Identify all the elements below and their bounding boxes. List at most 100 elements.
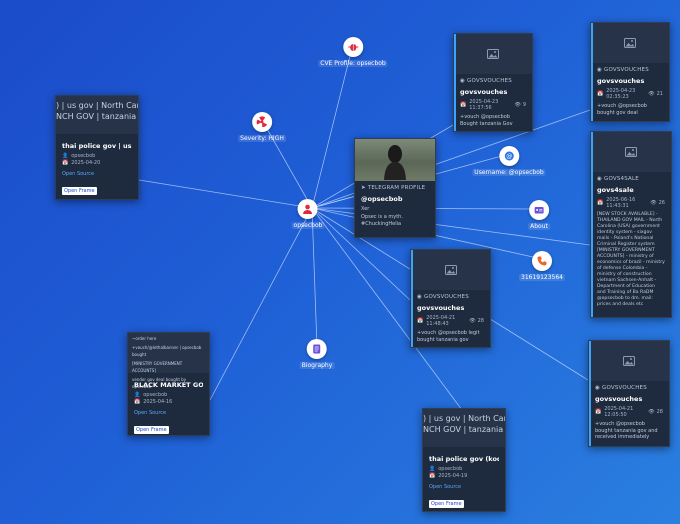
thai-police-kodex-card[interactable]: ) | us gov | North Carol NCH GOV | tanza… <box>422 408 506 512</box>
eye-icon: 👁 <box>469 318 476 324</box>
center-node-label: opsecbob <box>291 222 325 229</box>
cve-node[interactable]: CVE Profile: opsecbob <box>318 37 388 67</box>
calendar-icon: 📅 <box>134 399 141 405</box>
biography-node[interactable]: Biography <box>299 339 335 369</box>
edge-center-cve <box>311 43 354 209</box>
eye-icon: 👁 <box>650 200 657 206</box>
edge-center-thai <box>138 179 313 209</box>
gv2-views: 21 <box>656 91 663 97</box>
gv4-title: govsvouches <box>595 395 643 403</box>
telegram-line-3: #ChuckingHelia <box>361 221 402 227</box>
globe-icon: ◉ <box>417 294 422 300</box>
at-sign-icon: @ <box>499 146 519 166</box>
gv2-desc: +vouch @opsecbob bought gov deal <box>597 103 647 116</box>
gv3-views: 28 <box>477 318 484 324</box>
govsvouches-card-2[interactable]: ◉GOVSVOUCHES govsvouches 📅2025-04-23 02:… <box>590 22 670 122</box>
govsvouches-card-4[interactable]: ◉GOVSVOUCHES govsvouches 📅2025-04-21 12:… <box>588 340 670 447</box>
gov4sale-type: GOVS4SALE <box>604 176 639 182</box>
telegram-profile-card[interactable]: ➤TELEGRAM PROFILE @opsecbob Xer Opsec is… <box>354 138 436 238</box>
eye-icon: 👁 <box>514 102 521 108</box>
thai-author: opsecbob <box>71 153 96 159</box>
thai2-author: opsecbob <box>438 466 463 472</box>
telegram-avatar-photo <box>355 139 435 181</box>
calendar-icon: 📅 <box>460 102 467 108</box>
username-node-label: Username: @opsecbob <box>472 169 546 176</box>
user-icon: 👤 <box>134 392 141 398</box>
thai2-header-line-1: ) | us gov | North Carol <box>423 414 505 423</box>
center-node[interactable]: opsecbob <box>291 199 325 229</box>
phone-icon <box>532 251 552 271</box>
gv1-title: govsvouches <box>460 88 508 96</box>
black-header-line-3: [MINISTRY GOVERNMENT ACCOUNTS] <box>132 361 183 373</box>
thai2-header-line-2: NCH GOV | tanzania gove <box>423 425 505 434</box>
thai-header-line-1: ) | us gov | North Carolin <box>56 101 138 110</box>
about-node-label: About <box>528 223 550 230</box>
person-silhouette-icon <box>384 145 406 180</box>
thai-open-source-link[interactable]: Open Source <box>62 171 95 177</box>
black-open-frame-button[interactable]: Open Frame <box>134 426 169 434</box>
thai-open-frame-button[interactable]: Open Frame <box>62 187 97 195</box>
black-title: BLACK MARKET GOVERN... <box>134 381 203 389</box>
thai-date: 2025-04-20 <box>71 160 101 166</box>
telegram-title: @opsecbob <box>361 195 403 203</box>
govs4sale-card[interactable]: ◉GOVS4SALE govs4sale 📅2025-06-16 11:43:3… <box>590 131 672 318</box>
username-node[interactable]: @ Username: @opsecbob <box>472 146 546 176</box>
about-node[interactable]: About <box>528 200 550 230</box>
black-open-source-link[interactable]: Open Source <box>134 410 167 416</box>
thai2-open-frame-button[interactable]: Open Frame <box>429 500 464 508</box>
person-icon <box>297 199 318 219</box>
telegram-icon: ➤ <box>361 185 366 191</box>
radiation-icon <box>252 112 272 132</box>
gov4sale-views: 26 <box>658 200 665 206</box>
gv2-date: 2025-04-23 02:35:23 <box>606 88 636 100</box>
biography-node-label: Biography <box>299 362 335 369</box>
user-icon: 👤 <box>62 153 69 159</box>
image-placeholder-icon <box>589 341 669 381</box>
document-icon <box>306 339 327 359</box>
telegram-line-1: Xer <box>361 206 370 212</box>
calendar-icon: 📅 <box>62 160 69 166</box>
telegram-type: TELEGRAM PROFILE <box>367 185 426 191</box>
calendar-icon: 📅 <box>429 473 436 479</box>
gov4sale-date: 2025-06-16 11:43:31 <box>606 197 636 209</box>
gv4-views: 28 <box>656 409 663 415</box>
gov4sale-title: govs4sale <box>597 186 634 194</box>
eye-icon: 👁 <box>648 409 655 415</box>
gv4-date: 2025-04-21 12:05:50 <box>604 406 634 418</box>
thai-title: thai police gov | us gov <box>62 142 132 150</box>
gv1-desc: +vouch @opsecbob Bought tanzania Gov <box>460 114 513 127</box>
gv1-date: 2025-04-23 11:37:56 <box>469 99 499 111</box>
phone-node[interactable]: 31619123564 <box>519 251 565 281</box>
thai2-title: thai police gov (kodex) | ... <box>429 455 499 463</box>
thai-police-card[interactable]: ) | us gov | North Carolin NCH GOV | tan… <box>55 95 139 200</box>
black-date: 2025-04-16 <box>143 399 173 405</box>
cve-node-label: CVE Profile: opsecbob <box>318 60 388 67</box>
globe-icon: ◉ <box>595 385 600 391</box>
gv4-desc: +vouch @opsecbob bought tanzania gov and… <box>595 421 658 440</box>
bug-icon <box>343 37 363 57</box>
edge-center-black <box>209 207 313 401</box>
gv2-type: GOVSVOUCHES <box>604 67 649 73</box>
svg-text:@: @ <box>506 153 512 160</box>
image-placeholder-icon <box>591 23 669 63</box>
gv2-title: govsvouches <box>597 77 645 85</box>
gov4sale-desc: [NEW STOCK AVAILABLE] - THAILAND GOV MAI… <box>597 212 665 307</box>
thai2-open-source-link[interactable]: Open Source <box>429 484 462 490</box>
severity-node-label: Severity: HIGH <box>238 135 286 142</box>
id-card-icon <box>529 200 549 220</box>
black-market-preview: ~order here +vouch/@lethalbanner | opsec… <box>128 333 209 389</box>
globe-icon: ◉ <box>460 78 465 84</box>
black-header-line-1: ~order here <box>132 336 157 341</box>
image-placeholder-icon <box>454 34 532 74</box>
thai-header-line-2: NCH GOV | tanzania gove <box>56 112 138 121</box>
calendar-icon: 📅 <box>417 318 424 324</box>
calendar-icon: 📅 <box>597 200 604 206</box>
black-header-line-2: +vouch/@lethalbanner | opsecbob bought <box>132 345 202 357</box>
eye-icon: 👁 <box>648 91 655 97</box>
black-market-card[interactable]: ~order here +vouch/@lethalbanner | opsec… <box>127 332 210 436</box>
govsvouches-card-3[interactable]: ◉GOVSVOUCHES govsvouches 📅2025-04-21 11:… <box>410 249 491 348</box>
gv3-type: GOVSVOUCHES <box>424 294 469 300</box>
black-header-line-4: vendor gov deal bought by opsecbob <box>132 377 187 389</box>
govsvouches-card-1[interactable]: ◉GOVSVOUCHES govsvouches 📅2025-04-23 11:… <box>453 33 533 132</box>
severity-node[interactable]: Severity: HIGH <box>238 112 286 142</box>
